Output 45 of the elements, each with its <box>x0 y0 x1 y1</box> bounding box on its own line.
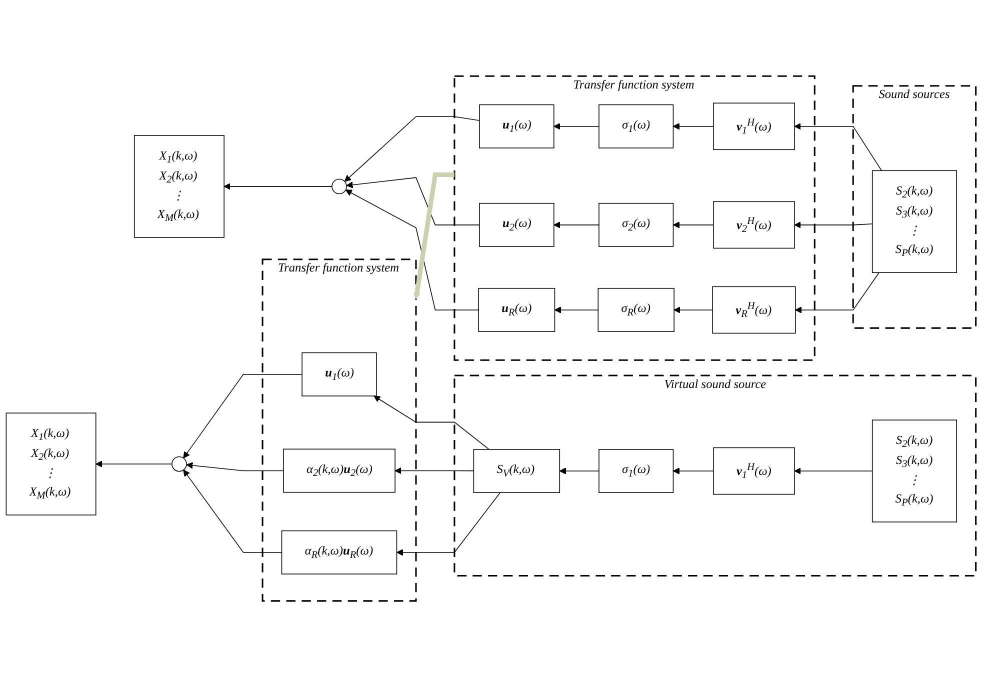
node-box: σ$_{1}$(ω) <box>598 448 674 493</box>
arrow <box>795 272 880 314</box>
arrow <box>414 172 454 300</box>
node-circle <box>332 178 347 194</box>
arrow <box>559 468 600 474</box>
node-box: v$_{2}$$^{H}$(ω) <box>713 201 795 249</box>
arrow <box>96 460 172 468</box>
node-box: u$_{1}$(ω) <box>302 352 377 396</box>
node-box: α$_{R}$(k,ω)u$_{R}$(ω) <box>281 530 398 574</box>
node-circle <box>172 456 187 472</box>
arrow <box>672 468 714 474</box>
arrow <box>674 306 713 314</box>
arrow <box>672 122 714 130</box>
arrow <box>794 122 882 171</box>
node-box: X$_{1}$(k,ω) X$_{2}$(k,ω) ⋮ X$_{M}$(k,ω) <box>134 135 224 238</box>
node-box: σ$_{R}$(ω) <box>598 288 674 332</box>
arrow <box>794 222 873 228</box>
arrow <box>224 183 332 190</box>
node-box: v$_{1}$$^{H}$(ω) <box>713 102 795 150</box>
arrow <box>183 374 302 458</box>
node-box: S$_{2}$(k,ω) S$_{3}$(k,ω) ⋮ S$_{P}$(k,ω) <box>872 420 957 522</box>
arrow <box>554 306 598 314</box>
arrow <box>794 468 873 474</box>
arrow <box>345 190 479 310</box>
node-box: σ$_{1}$(ω) <box>598 104 674 148</box>
arrow <box>346 177 480 226</box>
node-box: X$_{1}$(k,ω) X$_{2}$(k,ω) ⋮ X$_{M}$(k,ω) <box>6 412 96 516</box>
node-box: α$_{2}$(k,ω)u$_{2}$(ω) <box>283 448 396 493</box>
node-box: u$_{1}$(ω) <box>479 104 554 148</box>
arrow <box>344 116 480 182</box>
node-box: u$_{2}$(ω) <box>479 202 554 247</box>
arrow <box>396 492 501 556</box>
arrow <box>394 467 474 474</box>
node-box: v$_{R}$$^{H}$(ω) <box>712 286 796 334</box>
node-box: S$_{V}$(k,ω) <box>473 448 560 493</box>
arrow <box>672 222 714 228</box>
node-box: u$_{R}$(ω) <box>478 288 556 332</box>
node-box: S$_{2}$(k,ω) S$_{3}$(k,ω) ⋮ S$_{P}$(k,ω) <box>872 170 957 273</box>
arrow <box>554 122 600 130</box>
arrow <box>374 396 490 450</box>
arrow <box>554 222 600 228</box>
node-box: v$_{1}$$^{H}$(ω) <box>713 447 795 495</box>
node-box: σ$_{2}$(ω) <box>598 202 674 247</box>
arrow <box>183 470 282 553</box>
arrow <box>186 462 284 472</box>
